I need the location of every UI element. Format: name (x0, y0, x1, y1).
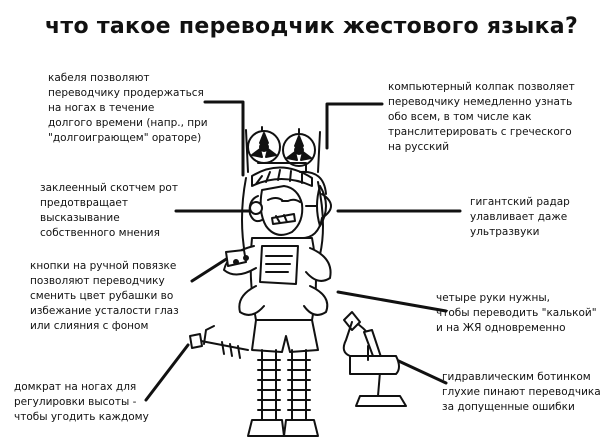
pointer-jack (144, 343, 190, 402)
annotation-tape: заклеенный скотчем рот предотвращает выс… (40, 181, 178, 241)
annotation-line: или слияния с фоном (30, 320, 149, 332)
annotation-line: на русский (388, 141, 450, 153)
annotation-line: переводчику немедленно узнать (388, 96, 573, 108)
annotation-line: заклеенный скотчем рот (40, 182, 178, 194)
annotation-line: гидравлическим ботинком (442, 371, 591, 383)
annotation-jack: домкрат на ногах для регулировки высоты … (14, 380, 149, 425)
annotation-line: "долгоиграющем" ораторе) (48, 132, 202, 144)
hydraulic-boot (342, 311, 407, 407)
pointer-buttons (190, 256, 230, 283)
annotation-line: кнопки на ручной повязке (30, 260, 177, 272)
jack (189, 325, 249, 359)
annotation-cables: кабеля позволяют переводчику продержатьс… (48, 71, 208, 146)
annotation-line: четыре руки нужны, (436, 292, 550, 304)
glasses (267, 197, 301, 203)
annotation-line: позволяют переводчику (30, 275, 165, 287)
annotation-line: домкрат на ногах для (14, 381, 137, 393)
annotation-line: сменить цвет рубашки во (30, 290, 174, 302)
annotation-cap: компьютерный колпак позволяет переводчик… (388, 80, 575, 155)
annotation-line: компьютерный колпак позволяет (388, 81, 575, 93)
annotation-buttons: кнопки на ручной повязке позволяют перев… (30, 259, 179, 334)
headset (248, 195, 263, 223)
reel-stand (257, 126, 307, 173)
antenna-rods (245, 129, 321, 173)
annotation-line: транслитерировать с греческого (388, 126, 572, 138)
annotation-line: на ногах в течение (48, 102, 155, 114)
annotation-radar: гигантский радар улавливает даже ультраз… (470, 195, 570, 240)
annotation-line: кабеля позволяют (48, 72, 150, 84)
cap (251, 166, 313, 187)
annotation-line: обо всем, в том числе как (388, 111, 532, 123)
annotation-line: ультразвуки (470, 226, 540, 238)
pointer-lines (144, 100, 462, 402)
annotation-line: высказывание (40, 212, 120, 224)
annotation-line: за допущенные ошибки (442, 401, 575, 413)
pointer-cables (203, 100, 245, 177)
annotation-line: улавливает даже (470, 211, 568, 223)
annotation-line: переводчику продержаться (48, 87, 204, 99)
annotation-line: чтобы угодить каждому (14, 411, 149, 423)
annotation-line: гигантский радар (470, 196, 570, 208)
pointer-arms (336, 290, 448, 313)
pointer-boots (388, 355, 448, 385)
annotation-boots: гидравлическим ботинком глухие пинают пе… (442, 370, 601, 415)
head (259, 185, 304, 236)
annotation-line: регулировки высоты - (14, 396, 137, 408)
leg-right (283, 349, 319, 437)
annotation-line: избежание усталости глаз (30, 305, 179, 317)
annotation-line: предотвращает (40, 197, 128, 209)
annotation-line: и на ЖЯ одновременно (436, 322, 566, 334)
annotation-line: чтобы переводить "калькой" (436, 307, 597, 319)
shorts (251, 319, 319, 353)
arms (223, 245, 332, 316)
annotation-line: собственного мнения (40, 227, 160, 239)
leg-left (247, 349, 285, 437)
annotation-arms: четыре руки нужны, чтобы переводить "кал… (436, 291, 597, 336)
annotation-line: долгого времени (напр., при (48, 117, 208, 129)
reel-right (282, 133, 316, 167)
tape-mouth (271, 213, 296, 225)
reel-left (247, 130, 281, 164)
pointer-cap (325, 102, 384, 150)
page-title: что такое переводчик жестового языка? (45, 14, 579, 39)
annotation-line: глухие пинают переводчика (442, 386, 601, 398)
